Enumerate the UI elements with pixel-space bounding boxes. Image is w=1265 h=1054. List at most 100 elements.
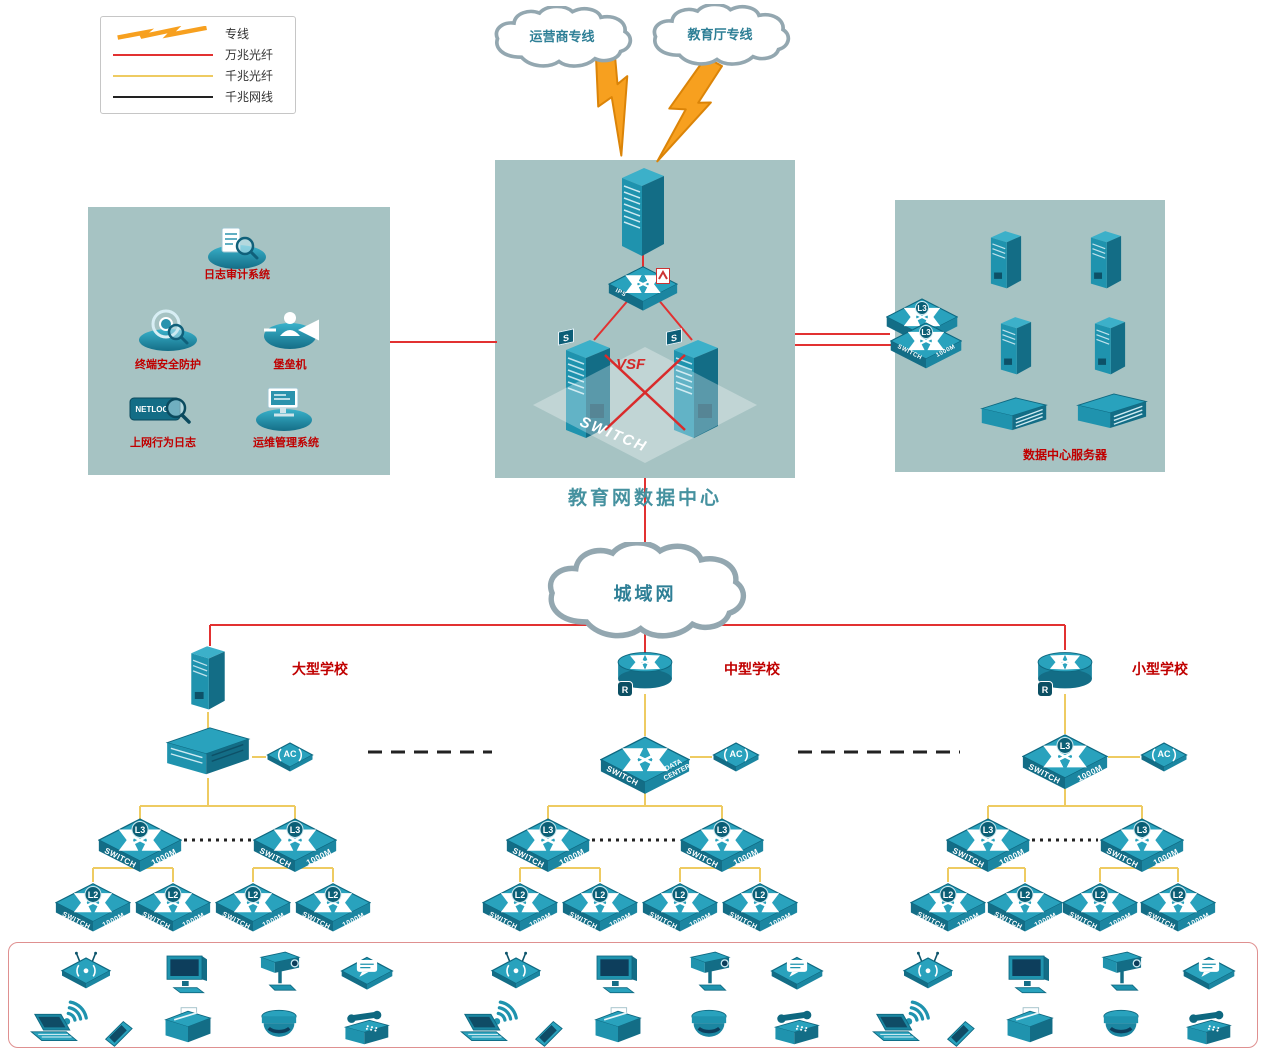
server-room-core-switch[interactable]: L3 <box>886 298 958 346</box>
desktop-monitor-icon[interactable] <box>592 954 642 998</box>
legend: 专线 万兆光纤 千兆光纤 千兆网线 <box>100 16 296 114</box>
l3-switch[interactable]: L3 SWITCH 1000M <box>253 818 337 874</box>
laptop-icon[interactable] <box>456 1012 512 1048</box>
dc-rack-icon[interactable] <box>1076 392 1148 430</box>
router-badge: R <box>617 681 633 697</box>
log-audit-label: 日志审计系统 <box>204 269 270 281</box>
desktop-monitor-icon[interactable] <box>162 954 212 998</box>
small-school-ac-controller[interactable]: AC <box>1140 740 1188 773</box>
ac-label: AC <box>283 749 297 760</box>
medium-school-router[interactable]: R <box>613 648 677 697</box>
l2-switch[interactable]: L2 SWITCH 1000M <box>215 883 291 933</box>
l2-switch[interactable]: L2 SWITCH 1000M <box>135 883 211 933</box>
medium-school-core-switch[interactable]: SWITCH DATA CENTER <box>600 736 692 796</box>
netlog-icon[interactable]: NETLOG <box>128 388 194 430</box>
l3-switch[interactable]: L3 SWITCH 1000M <box>680 818 764 874</box>
l2-switch[interactable]: L2 SWITCH 1000M <box>1140 883 1216 933</box>
core-firewall-icon[interactable] <box>616 164 670 260</box>
l3-badge: L3 <box>286 821 304 838</box>
l2-switch[interactable]: L2 SWITCH 1000M <box>55 883 131 933</box>
messaging-icon[interactable] <box>770 952 824 990</box>
l2-badge: L2 <box>244 886 262 903</box>
l2-badge: L2 <box>1169 886 1187 903</box>
bastion-host-label: 堡垒机 <box>273 359 307 371</box>
printer-icon[interactable] <box>592 1006 644 1044</box>
l2-switch[interactable]: L2 SWITCH 1000M <box>910 883 986 933</box>
printer-icon[interactable] <box>162 1006 214 1044</box>
ptz-camera-icon[interactable] <box>254 950 306 994</box>
desk-phone-icon[interactable] <box>1182 1010 1234 1046</box>
large-school-label: 大型学校 <box>292 661 348 677</box>
l2-badge: L2 <box>511 886 529 903</box>
ops-management-icon[interactable] <box>252 384 316 432</box>
l2-badge: L2 <box>164 886 182 903</box>
desk-phone-icon[interactable] <box>770 1010 822 1046</box>
smartphone-icon[interactable] <box>528 1018 568 1048</box>
l2-switch[interactable]: L2 SWITCH 1000M <box>1062 883 1138 933</box>
small-school-router[interactable]: R <box>1033 648 1097 697</box>
server-room-core-switch[interactable]: L3 SWITCH 1000M <box>890 322 962 370</box>
large-school-server-icon[interactable] <box>186 642 230 712</box>
l2-switch[interactable]: L2 SWITCH 1000M <box>482 883 558 933</box>
legend-label: 专线 <box>225 27 250 41</box>
l2-switch[interactable]: L2 SWITCH 1000M <box>295 883 371 933</box>
ptz-camera-icon[interactable] <box>684 950 736 994</box>
messaging-icon[interactable] <box>340 952 394 990</box>
l2-switch[interactable]: L2 SWITCH 1000M <box>562 883 638 933</box>
carrier-cloud-label: 运营商专线 <box>529 29 595 44</box>
ips-badge-icon <box>656 268 670 284</box>
terminal-protection-icon[interactable] <box>136 306 200 352</box>
messaging-icon[interactable] <box>1182 952 1236 990</box>
laptop-icon[interactable] <box>868 1012 924 1048</box>
man-cloud-label: 城域网 <box>613 584 677 604</box>
dc-servers-caption: 数据中心服务器 <box>1022 448 1107 462</box>
black-line-sample <box>113 95 213 98</box>
l2-switch[interactable]: L2 SWITCH 1000M <box>642 883 718 933</box>
dc-server-icon[interactable] <box>1086 228 1126 290</box>
router-badge: R <box>1037 681 1053 697</box>
legend-item-10g-fiber: 万兆光纤 <box>101 44 295 65</box>
l2-badge: L2 <box>939 886 957 903</box>
red-line-sample <box>113 53 213 56</box>
smartphone-icon[interactable] <box>98 1018 138 1048</box>
wireless-ap-icon[interactable] <box>902 950 954 990</box>
laptop-icon[interactable] <box>26 1012 82 1048</box>
dc-server-icon[interactable] <box>996 314 1036 376</box>
medium-school-ac-controller[interactable]: AC <box>712 740 760 773</box>
l2-badge: L2 <box>84 886 102 903</box>
l3-switch[interactable]: L3 SWITCH 1000M <box>1100 818 1184 874</box>
wireless-ap-icon[interactable] <box>60 950 112 990</box>
vsf-label: VSF <box>616 356 646 373</box>
core-server-icon[interactable] <box>668 334 724 444</box>
legend-label: 千兆网线 <box>225 90 274 104</box>
dome-camera-icon[interactable] <box>258 1006 300 1042</box>
l2-switch[interactable]: L2 SWITCH 1000M <box>722 883 798 933</box>
desk-phone-icon[interactable] <box>340 1010 392 1046</box>
dome-camera-icon[interactable] <box>688 1006 730 1042</box>
printer-icon[interactable] <box>1004 1006 1056 1044</box>
l3-switch[interactable]: L3 SWITCH 1000M <box>98 818 182 874</box>
dome-camera-icon[interactable] <box>1100 1006 1142 1042</box>
ac-label: AC <box>729 749 743 760</box>
l3-switch[interactable]: L3 SWITCH 1000M <box>946 818 1030 874</box>
ptz-camera-icon[interactable] <box>1096 950 1148 994</box>
dc-server-icon[interactable] <box>1090 314 1130 376</box>
ac-label: AC <box>1157 749 1171 760</box>
l2-badge: L2 <box>671 886 689 903</box>
l3-switch[interactable]: L3 SWITCH 1000M <box>506 818 590 874</box>
legend-label: 千兆光纤 <box>225 69 274 83</box>
dc-rack-icon[interactable] <box>980 396 1048 432</box>
large-school-gateway-icon[interactable] <box>162 726 254 778</box>
bastion-host-icon[interactable] <box>258 306 322 352</box>
small-school-core-switch[interactable]: L3 SWITCH 1000M <box>1022 734 1108 791</box>
dc-server-icon[interactable] <box>986 228 1026 290</box>
smartphone-icon[interactable] <box>940 1018 980 1048</box>
log-audit-icon[interactable] <box>205 224 269 270</box>
large-school-ac-controller[interactable]: AC <box>266 740 314 773</box>
wireless-ap-icon[interactable] <box>490 950 542 990</box>
ips-device[interactable]: IPS <box>608 266 678 312</box>
datacenter-title: 教育网数据中心 <box>567 488 722 509</box>
desktop-monitor-icon[interactable] <box>1004 954 1054 998</box>
l2-switch[interactable]: L2 SWITCH 1000M <box>987 883 1063 933</box>
